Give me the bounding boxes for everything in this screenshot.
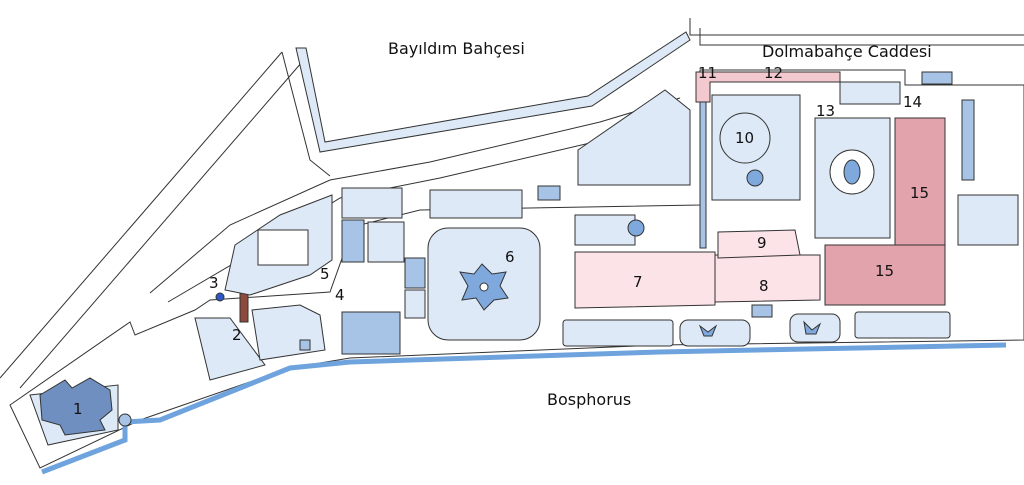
label-water: Bosphorus [547,390,631,409]
pool-10 [746,169,764,187]
marker-5: 5 [320,265,330,283]
road-upper [149,97,681,294]
clock-tower [239,291,249,323]
quay-2 [679,319,751,347]
building-7 [574,251,716,309]
marker-4: 4 [335,286,345,304]
marker-1: 1 [73,400,83,418]
block-4a [341,187,403,219]
building-14 [839,81,901,105]
marker-6: 6 [505,248,515,266]
pool-quay-2 [803,320,822,335]
marker-14: 14 [903,93,922,111]
label-garden: Bayıldım Bahçesi [388,39,525,58]
block-4c [367,221,405,263]
gate-8 [751,304,773,318]
building-1 [39,377,113,436]
pond-10 [719,112,771,164]
road-inner-west [19,61,303,389]
block-upper-1 [429,189,523,219]
marker-11: 11 [698,64,717,82]
marker-15-south: 15 [875,262,894,280]
lawn-west-2 [251,304,326,361]
pavilion-west [257,229,309,266]
upper-canal [295,31,691,153]
fountain-3 [215,292,225,302]
marker-12: 12 [764,64,783,82]
road-north-inner [699,28,1024,46]
block-east-1 [961,99,975,181]
garden-edge [281,51,331,177]
block-upper-2 [577,89,691,186]
marker-9: 9 [757,234,767,252]
marker-7: 7 [633,273,643,291]
building-15-north [894,117,946,246]
marker-15-north: 15 [910,184,929,202]
yard-2 [194,317,266,381]
building-11-12 [695,71,841,103]
marker-3: 3 [209,274,219,292]
quay-1 [562,319,674,347]
gate-upper [537,185,561,201]
tower-1 [118,413,132,427]
quay-4 [854,311,951,339]
pool-quay-1 [698,324,718,337]
block-4e [404,257,426,289]
marker-8: 8 [759,277,769,295]
label-street: Dolmabahçe Caddesi [762,42,932,61]
marker-13: 13 [816,102,835,120]
block-4f [404,289,426,319]
marker-2: 2 [232,326,242,344]
block-east-2 [957,194,1019,246]
bosphorus-shore [41,342,1007,475]
fountain-6-center [479,282,489,292]
block-upper-3 [574,214,636,246]
canal-vertical [699,87,707,249]
pool-13 [843,159,861,185]
road-outer-west [0,51,283,379]
fountain-small [627,219,645,237]
block-4b [341,219,365,263]
block-east-3 [921,71,953,85]
building-9 [717,229,801,259]
block-west-small [299,339,311,351]
block-4d [341,311,401,355]
road-north [689,18,1024,36]
marker-10: 10 [735,129,754,147]
